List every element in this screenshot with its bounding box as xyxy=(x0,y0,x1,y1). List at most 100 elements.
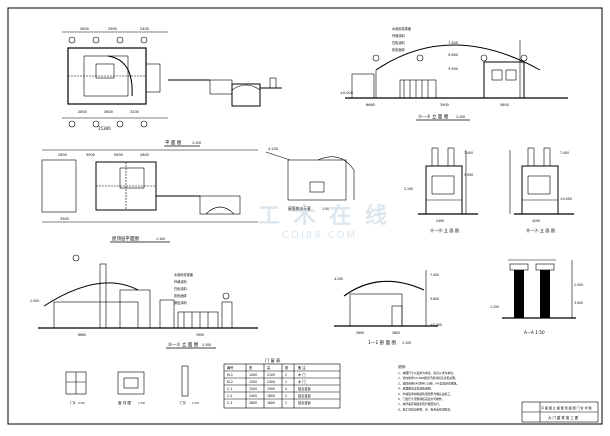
project-name: 平 面 图 立 面 图 剖 面 图 门 窗 详 图 xyxy=(541,405,591,410)
roof-drain-detail: 4.200 屋面排水示意 1:50 xyxy=(265,147,355,211)
note-line: 1、本图尺寸以毫米为单位，标高以米为单位。 xyxy=(398,371,456,375)
note-line: 4、屋面做法详见建筑说明。 xyxy=(398,387,433,391)
scale-label: 1:50 xyxy=(192,401,199,405)
note-line: 6、门窗尺寸须现场核实后方可制作。 xyxy=(398,397,445,401)
table-cell: 1500 xyxy=(249,380,257,384)
table-cell: 2800 xyxy=(249,401,257,405)
note-line: 2、室内地坪±0.000相当于绝对标高详见总图。 xyxy=(398,376,458,380)
elevation-mark: 2.500 xyxy=(30,299,39,303)
table-header-cell: 编号 xyxy=(227,365,233,370)
notes-title: 说明: xyxy=(398,364,406,369)
section-title: A—A 1:50 xyxy=(524,330,545,335)
table-cell: C-2 xyxy=(227,394,232,398)
legend-label: 水泥砂浆抹面 xyxy=(392,26,411,31)
dim-label: 2800 xyxy=(356,331,364,335)
table-cell: 1500 xyxy=(249,387,257,391)
detail-title: 窗 详 图 xyxy=(118,400,131,405)
dim-label: 3900 xyxy=(60,217,69,221)
dim-label: 2600 xyxy=(80,27,89,31)
plan-title: 平 面 图 xyxy=(165,140,182,146)
elevation-mark: ±0.000 xyxy=(560,197,572,201)
dim-label: 2800 xyxy=(78,110,87,114)
section-title: 1—1 剖 面 图 xyxy=(368,339,397,346)
elevation-mark: 7.400 xyxy=(430,273,439,277)
scale-label: 1:50 xyxy=(138,401,145,405)
window-details: 门1 1:50 窗 详 图 1:50 门2 1:50 xyxy=(65,365,199,405)
elevation-title: ①—⑤ 立 面 图 xyxy=(418,113,449,120)
legend-label: 水泥砂浆抹面 xyxy=(174,272,193,277)
dim-label: 2600 xyxy=(140,153,149,157)
legend-label: 白色涂料 xyxy=(392,40,406,45)
drain-title: 屋面排水示意 xyxy=(288,206,311,211)
note-line: 5、外墙装饰材料颜色须经甲方确认后施工。 xyxy=(398,392,453,396)
elevation-mark: 2.500 xyxy=(574,283,583,287)
legend-label: 外墙涂料 xyxy=(392,33,406,38)
elevation-title: ⑤—① 立 面 图 xyxy=(168,341,199,348)
dim-label: 3600 xyxy=(104,110,113,114)
dim-label: 2900 xyxy=(108,27,117,31)
table-header-cell: 宽 xyxy=(249,365,253,370)
elevation-mark: 3.900 xyxy=(464,173,473,177)
dim-label: 15300 xyxy=(98,126,111,131)
table-cell: 2 xyxy=(285,373,287,377)
elevation-mark: 7.400 xyxy=(464,151,473,155)
table-cell: M-2 xyxy=(227,380,233,384)
dim-label: 3900 xyxy=(196,333,204,337)
title-block: 平 面 图 立 面 图 剖 面 图 门 窗 详 图 大 门 建 筑 施 工 图 xyxy=(521,401,599,423)
note-line: 7、未尽事宜按国家现行规范执行。 xyxy=(398,402,442,406)
table-cell: 1 xyxy=(285,401,287,405)
table-cell: 铝合金窗 xyxy=(298,386,311,391)
table-cell: M-1 xyxy=(227,373,233,377)
table-title: 门 窗 表 xyxy=(265,357,281,364)
dim-label: 3900 xyxy=(440,103,449,107)
scale-label: 1:50 xyxy=(78,401,85,405)
table-cell: 1000 xyxy=(249,373,257,377)
detail-title: 门1 xyxy=(70,400,76,405)
drawing-name: 大 门 建 筑 施 工 图 xyxy=(548,415,579,420)
legend-label: 外墙涂料 xyxy=(174,279,188,284)
general-notes: 说明: 1、本图尺寸以毫米为单位，标高以米为单位。2、室内地坪±0.000相当于… xyxy=(398,364,459,411)
elevation-mark: 7.400 xyxy=(448,41,458,45)
legend-label: 深色涂料 xyxy=(174,300,188,305)
elevation-mark: 4.200 xyxy=(334,277,343,281)
elevation-mark: 5.600 xyxy=(448,53,458,57)
table-cell: 铝合金窗 xyxy=(298,393,311,398)
scale-label: 1:100 xyxy=(202,343,211,347)
legend-label: 彩色面砖 xyxy=(174,293,188,298)
scale-label: 1:100 xyxy=(192,141,201,145)
table-cell: 2400 xyxy=(249,394,257,398)
elevation-mark: 7.400 xyxy=(560,151,569,155)
section-a-a: 2.500 3.000 1.200 A—A 1:50 xyxy=(490,259,583,335)
scale-label: 1:50 xyxy=(322,207,329,211)
table-cell: 1 xyxy=(285,380,287,384)
table-cell: C-3 xyxy=(227,401,232,405)
note-line: 8、施工时应与结构、水、电专业密切配合。 xyxy=(398,407,453,411)
elevation-mark: 5.600 xyxy=(430,297,439,301)
dim-label: 5600 xyxy=(500,103,509,107)
plan-view: 2600 2900 2400 2800 3600 3200 15300 平 面 … xyxy=(62,27,282,147)
scale-label: 1:100 xyxy=(456,115,465,119)
dim-label: 6660 xyxy=(78,333,86,337)
table-cell: 1800 xyxy=(267,394,275,398)
roof-plan: 2600 5900 5900 2600 3900 屋顶层平面图 1:100 xyxy=(41,149,258,243)
table-cell: C-1 xyxy=(227,387,232,391)
elevation-mark: ±0.000 xyxy=(430,323,442,327)
elevation-mark: 2.100 xyxy=(404,187,413,191)
dim-label: 4200 xyxy=(532,219,540,223)
elevation-mark: 1.200 xyxy=(490,305,499,309)
dim-label: 5900 xyxy=(114,153,123,157)
sheet-border xyxy=(7,7,603,425)
elevation-mark: 4.200 xyxy=(268,147,278,151)
scale-label: 1:100 xyxy=(402,341,411,345)
elevation-mark: 3.000 xyxy=(574,301,583,305)
elevation-title: Ⓐ—Ⓑ 立 面 图 xyxy=(430,227,459,234)
dim-label: 2600 xyxy=(58,153,67,157)
elevation-title: Ⓑ—Ⓐ 立 面 图 xyxy=(526,227,555,234)
side-elevation-5-1: 水泥砂浆抹面 外墙涂料 白色涂料 彩色面砖 深色涂料 2.500 6660 39… xyxy=(30,254,258,349)
legend-label: 彩色面砖 xyxy=(392,47,406,52)
section-1-1: 4.200 7.400 5.600 ±0.000 2800 3800 1—1 剖… xyxy=(334,270,442,346)
table-cell: 1500 xyxy=(267,387,275,391)
table-cell: 2 xyxy=(285,394,287,398)
